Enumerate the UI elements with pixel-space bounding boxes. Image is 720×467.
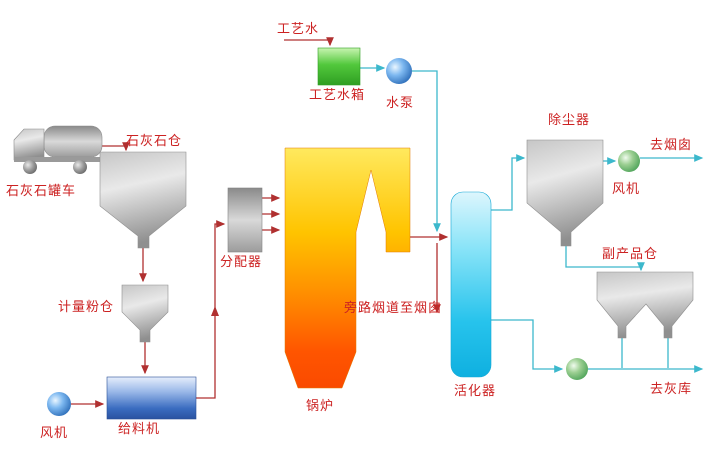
line-truck-to-silo bbox=[100, 142, 130, 152]
fan-left-icon bbox=[47, 392, 71, 416]
label-byproduct-silo: 副产品仓 bbox=[602, 247, 659, 262]
byproduct-silo-shape bbox=[596, 271, 694, 339]
activator-shape bbox=[450, 191, 492, 378]
water-pump-icon bbox=[386, 58, 412, 84]
label-dust-collector: 除尘器 bbox=[548, 113, 591, 128]
label-feeder: 给料机 bbox=[118, 422, 161, 437]
label-distributor: 分配器 bbox=[220, 255, 263, 270]
label-fan-right: 风机 bbox=[612, 182, 641, 197]
label-bypass-flue: 旁路烟道至烟囱 bbox=[344, 301, 443, 316]
label-boiler: 锅炉 bbox=[306, 399, 335, 414]
label-activator: 活化器 bbox=[454, 384, 497, 399]
line-feeder-to-distributor bbox=[196, 220, 226, 399]
label-process-water: 工艺水 bbox=[277, 22, 320, 37]
label-to-chimney: 去烟囱 bbox=[650, 138, 693, 153]
line-activator-to-fan2 bbox=[491, 319, 564, 373]
label-to-ash-storage: 去灰库 bbox=[650, 382, 693, 397]
line-dust-to-byproduct bbox=[565, 246, 645, 272]
fan-right-icon bbox=[618, 150, 640, 172]
limestone-silo-shape bbox=[99, 151, 187, 249]
label-limestone-truck: 石灰石罐车 bbox=[6, 184, 77, 199]
label-limestone-silo: 石灰石仓 bbox=[126, 134, 183, 149]
dust-collector-shape bbox=[526, 139, 604, 247]
limestone-truck-icon bbox=[13, 125, 103, 174]
boiler-shape bbox=[284, 147, 411, 389]
process-water-tank-shape bbox=[317, 47, 361, 86]
line-pump-to-activator bbox=[412, 70, 441, 233]
fan-bottom-icon bbox=[566, 358, 588, 380]
gas-flow-lines bbox=[360, 64, 704, 373]
line-processwater-to-tank bbox=[284, 37, 334, 47]
arrow-up-feeder-line bbox=[211, 306, 219, 316]
label-water-pump: 水泵 bbox=[386, 96, 415, 111]
line-activator-to-dustcollector bbox=[491, 154, 526, 211]
label-fan-left: 风机 bbox=[40, 426, 69, 441]
metering-silo-shape bbox=[121, 284, 169, 343]
label-process-water-tank: 工艺水箱 bbox=[309, 88, 366, 103]
label-metering-silo: 计量粉仓 bbox=[58, 300, 115, 315]
distributor-shape bbox=[227, 187, 263, 253]
feeder-shape bbox=[106, 376, 197, 420]
